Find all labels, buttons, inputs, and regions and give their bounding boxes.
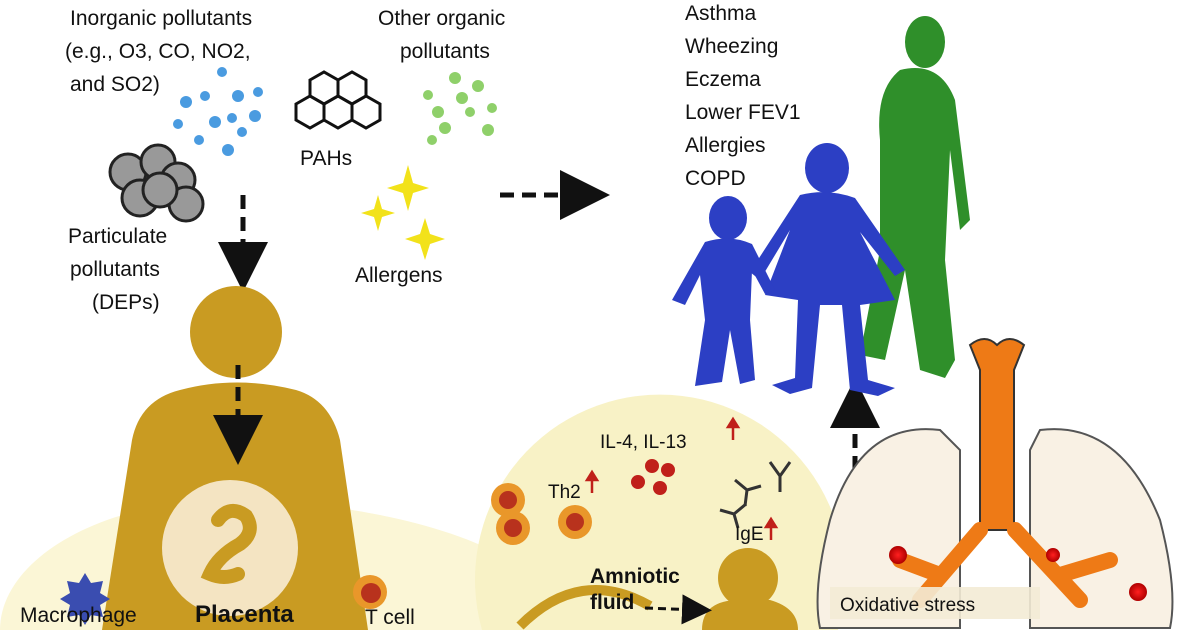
macrophage-label: Macrophage	[20, 604, 137, 627]
inorganic-label-line-2: (e.g., O3, CO, NO2,	[65, 40, 251, 63]
child-figure-girl	[750, 143, 905, 396]
ige-label: IgE	[735, 524, 764, 545]
particulate-label-line-2: pollutants	[70, 258, 160, 281]
inorganic-label-line-1: Inorganic pollutants	[70, 7, 252, 30]
outcome-wheezing: Wheezing	[685, 35, 778, 58]
th2-cells	[491, 483, 592, 545]
child-figure-boy	[672, 196, 775, 386]
organic-pollutant-dots	[423, 72, 497, 145]
particulate-label-line-1: Particulate	[68, 225, 167, 248]
t-cell-label: T cell	[365, 606, 415, 629]
outcome-asthma: Asthma	[685, 2, 757, 25]
inorganic-pollutant-dots	[173, 67, 263, 156]
outcome-lower-fev1: Lower FEV1	[685, 101, 801, 124]
particulate-icon	[108, 143, 205, 223]
outcome-allergies: Allergies	[685, 134, 766, 157]
adult-figure	[860, 16, 970, 378]
placenta-label: Placenta	[195, 601, 294, 628]
amniotic-label-line-1: Amniotic	[590, 565, 680, 588]
oxidative-stress-box	[830, 587, 1040, 619]
allergen-star-icons	[361, 165, 445, 260]
other-organic-label-line-2: pollutants	[400, 40, 490, 63]
cytokine-dots	[631, 459, 675, 495]
particulate-label-line-3: (DEPs)	[92, 291, 160, 314]
th2-label: Th2	[548, 482, 581, 503]
cytokines-label: IL-4, IL-13	[600, 432, 687, 453]
other-organic-label-line-1: Other organic	[378, 7, 505, 30]
t-cell-nucleus	[361, 583, 381, 603]
outcome-copd: COPD	[685, 167, 746, 190]
outcome-eczema: Eczema	[685, 68, 761, 91]
pah-molecule-icon	[294, 70, 382, 130]
allergens-label: Allergens	[355, 264, 443, 287]
ige-antibody-icons	[719, 461, 792, 529]
pahs-label: PAHs	[300, 147, 352, 170]
amniotic-label-line-2: fluid	[590, 591, 634, 614]
inorganic-label-line-3: and SO2)	[70, 73, 160, 96]
arrow-amniotic-to-fetus	[644, 594, 712, 625]
pregnant-mother-figure	[102, 286, 368, 630]
fetus-figure	[516, 548, 798, 630]
macrophage-icon	[60, 573, 110, 625]
amniotic-background	[475, 394, 845, 630]
lungs-figure	[816, 338, 1174, 629]
increase-arrow-icons	[584, 416, 779, 540]
oxidative-stress-label: Oxidative stress	[840, 595, 975, 616]
